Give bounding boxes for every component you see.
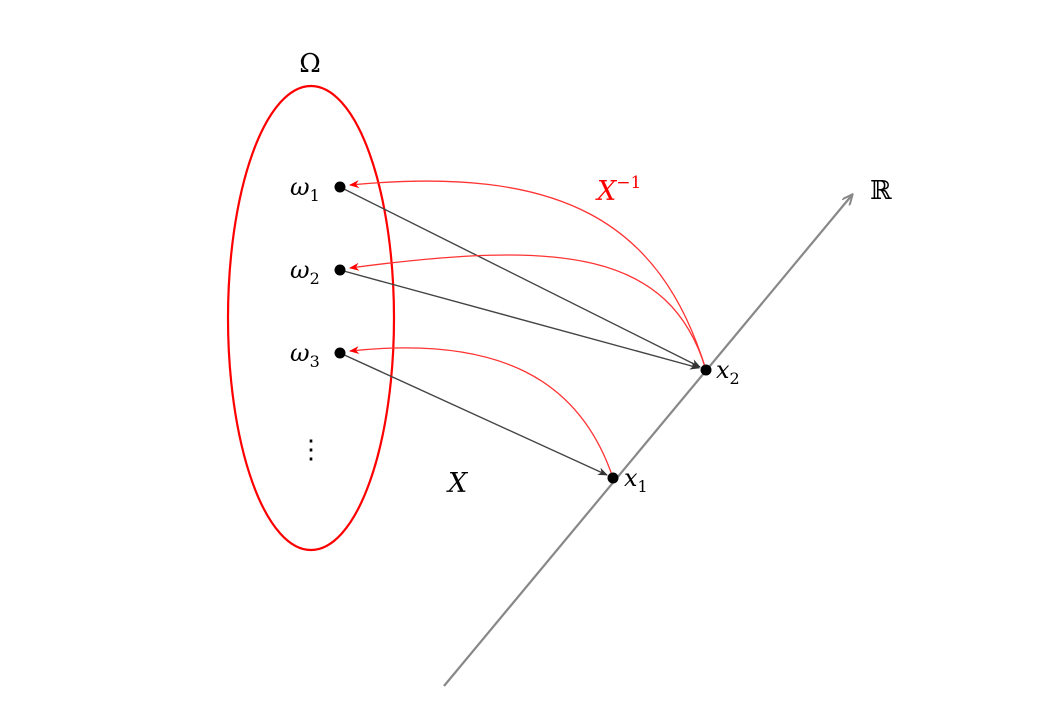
- vertical-dots: ⋮: [298, 435, 324, 465]
- x2-label: x2: [716, 356, 740, 388]
- point-omega1: [334, 181, 346, 193]
- arrow-omega3-to-x1: [339, 352, 608, 476]
- point-x1: [607, 472, 619, 484]
- map-label: X: [446, 468, 469, 499]
- real-line-axis: [443, 195, 852, 687]
- arrow-omega1-to-x2: [339, 186, 701, 368]
- inverse-arrow-x2-to-omega2: [349, 254, 707, 371]
- omega1-label: ω1: [290, 173, 320, 205]
- inverse-map-label: X−1: [595, 173, 641, 207]
- point-x2: [700, 364, 712, 376]
- omega2-label: ω2: [290, 256, 320, 288]
- omega3-label: ω3: [290, 339, 320, 371]
- real-line-label: ℝ: [870, 176, 892, 206]
- sample-space-label: Ω: [299, 49, 321, 79]
- inverse-arrow-x1-to-omega3: [349, 346, 614, 479]
- point-omega3: [334, 347, 346, 359]
- sample-space-ellipse: [226, 84, 396, 552]
- x1-label: x1: [624, 464, 648, 496]
- inverse-arrow-x2-to-omega1: [349, 180, 707, 371]
- arrow-omega2-to-x2: [339, 269, 700, 370]
- point-omega2: [334, 264, 346, 276]
